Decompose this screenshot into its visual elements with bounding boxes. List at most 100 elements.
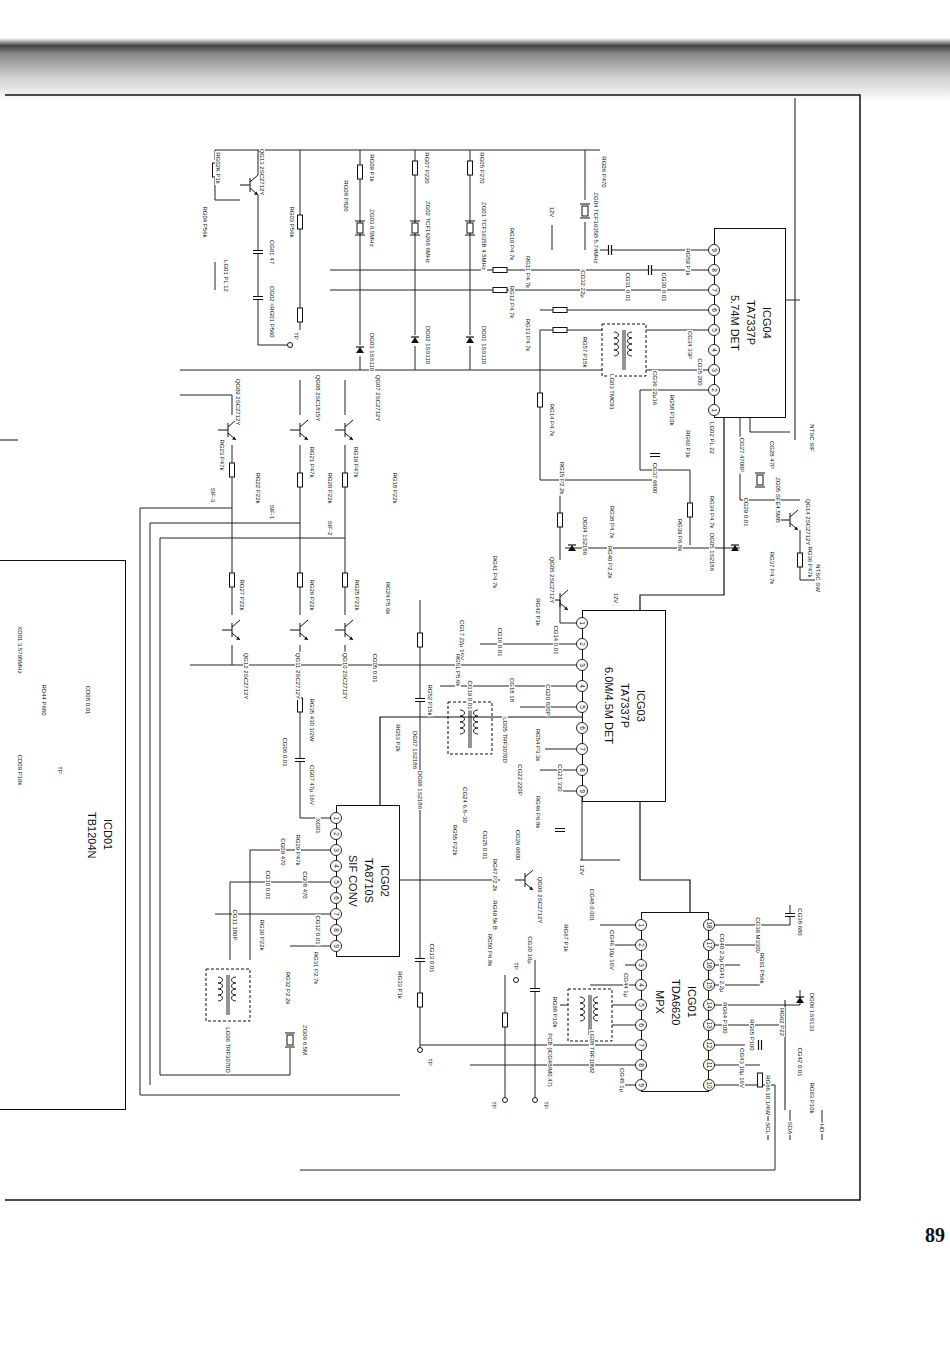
- resistor-symbol: [418, 633, 423, 647]
- pin-circle: [709, 345, 720, 356]
- part-label: CG38 680: [797, 907, 803, 936]
- part-label: SIF-1: [269, 504, 275, 521]
- pin-number: 9: [638, 1083, 645, 1087]
- diode-symbol: [356, 347, 364, 353]
- part-label: RG61 P56k: [759, 951, 765, 984]
- part-label: CG20 820P: [545, 683, 551, 716]
- part-label: QG06 2SC2712Y: [537, 876, 543, 925]
- pin-circle: [636, 980, 647, 991]
- pin-number: 16: [706, 961, 713, 968]
- ic-type: SIF CONV: [344, 855, 360, 907]
- part-label: DG03 1SS110: [369, 332, 375, 372]
- part-label: LG01 PL 12: [223, 259, 229, 293]
- filter-symbol: [580, 204, 590, 218]
- part-label: QG08 2SC1815Y: [315, 374, 321, 423]
- part-label: CD09 P10k: [17, 754, 23, 787]
- test-point: [288, 343, 293, 348]
- filter-symbol: [285, 1033, 295, 1047]
- part-label: TP: [513, 961, 519, 971]
- filter-symbol: [355, 221, 365, 235]
- ic-designator: ICG03: [632, 690, 648, 722]
- part-label: RG59 P1k: [685, 247, 691, 277]
- part-label: RG20 P22k: [327, 471, 333, 504]
- pin-circle: [331, 845, 342, 856]
- part-label: RG54 P3.3k: [535, 728, 541, 763]
- part-label: RG05 P270: [479, 151, 485, 184]
- pin-circle: [704, 1060, 715, 1071]
- part-label: RG01 P560: [269, 305, 275, 338]
- pin-circle: [331, 829, 342, 840]
- pin-number: 1: [711, 408, 718, 412]
- resistor-symbol: [358, 165, 363, 179]
- pin-number: 10: [706, 1081, 713, 1088]
- resistor-symbol: [553, 328, 567, 333]
- part-label: RG60 P1k: [685, 429, 691, 459]
- ic-box: ICG02TA8710SSIF CONV: [336, 805, 400, 957]
- part-label: LG05 TRF3070D: [502, 716, 508, 764]
- pin-number: 3: [333, 848, 340, 852]
- part-label: CG14 0.01: [553, 624, 559, 655]
- pin-circle: [577, 702, 588, 713]
- part-label: RG63 P10k: [809, 1081, 815, 1114]
- resistor-symbol: [688, 503, 693, 517]
- pin-number: 2: [333, 832, 340, 836]
- part-label: CG05 0.01: [372, 652, 378, 683]
- ic-type: MPX: [651, 990, 667, 1014]
- part-label: SIF-2: [327, 520, 333, 537]
- ic-type: TA8710S: [360, 858, 376, 903]
- transistor-symbol: [218, 420, 236, 440]
- part-label: HD: [819, 1123, 825, 1134]
- part-label: SIF-3: [210, 487, 216, 504]
- pin-number: 7: [711, 288, 718, 292]
- part-label: CG44 1μ: [623, 972, 629, 998]
- part-label: ZG05 SFE4.5MB: [775, 476, 781, 524]
- pin-number: 6: [638, 1023, 645, 1027]
- part-label: RG06 P470: [601, 155, 607, 188]
- pin-number: 7: [579, 747, 586, 751]
- part-label: DG07 1S2186: [412, 730, 418, 770]
- resistor-symbol: [230, 463, 235, 477]
- resistor-symbol: [343, 473, 348, 487]
- pin-number: 15: [706, 981, 713, 988]
- transistor-symbol: [335, 620, 353, 640]
- part-label: RG30 P22k: [259, 918, 265, 951]
- pin-circle: [636, 1040, 647, 1051]
- transistor-symbol: [240, 175, 258, 195]
- filter-symbol: [465, 221, 475, 235]
- ic-box: ICG01TDA6620MPX: [641, 912, 709, 1092]
- pin-circle: [704, 1040, 715, 1051]
- capacitor-symbol: [415, 959, 425, 962]
- test-point: [533, 1098, 538, 1103]
- pin-number: 14: [706, 1001, 713, 1008]
- pin-number: 17: [706, 941, 713, 948]
- capacitor-symbol: [295, 759, 305, 762]
- pin-number: 2: [579, 642, 586, 646]
- capacitor-symbol: [415, 699, 425, 702]
- part-label: DG02 1SS110: [425, 325, 431, 365]
- part-label: RD44 P680: [41, 683, 47, 716]
- pin-circle: [636, 920, 647, 931]
- part-label: RG55 P22k: [452, 823, 458, 856]
- pin-circle: [577, 765, 588, 776]
- part-label: 12V: [549, 206, 555, 219]
- filter-symbol: [755, 473, 765, 487]
- signal-connector: [640, 802, 690, 912]
- part-label: CG26 6800: [515, 829, 521, 862]
- pin-circle: [704, 940, 715, 951]
- resistor-symbol: [493, 268, 507, 273]
- part-label: ZG01 TCF1635B 4.5MHz: [481, 201, 487, 271]
- part-label: TP: [57, 765, 63, 775]
- ic-type: 6.0M/4.5M DET: [600, 667, 616, 744]
- test-point: [514, 978, 519, 983]
- pin-circle: [636, 1080, 647, 1091]
- ic-type: TDA6620: [667, 979, 683, 1025]
- pin-number: 5: [711, 328, 718, 332]
- pin-number: 12: [706, 1041, 713, 1048]
- resistor-symbol: [413, 161, 418, 175]
- part-label: RG15 P2.2k: [559, 461, 565, 496]
- part-label: RG65 P100: [749, 1018, 755, 1051]
- coil-symbol: [206, 969, 250, 1021]
- pin-number: 1: [333, 816, 340, 820]
- part-label: RG49 5k B: [492, 899, 498, 930]
